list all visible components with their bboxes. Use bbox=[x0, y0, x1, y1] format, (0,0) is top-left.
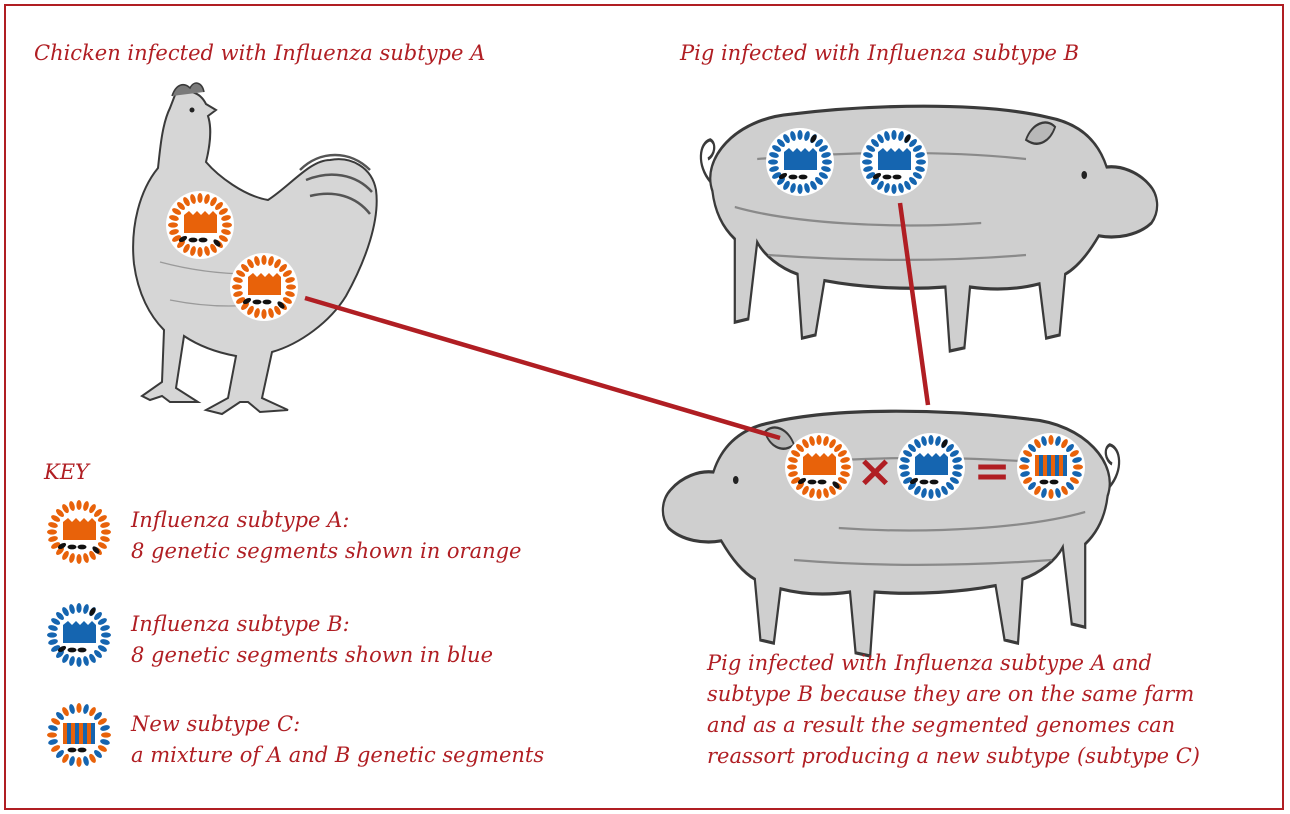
virus-c-mixed-pig bbox=[1017, 433, 1085, 501]
virus-a-chicken-1 bbox=[166, 191, 234, 259]
key-entry-desc: a mixture of A and B genetic segments bbox=[131, 740, 544, 771]
key-entry-desc: 8 genetic segments shown in orange bbox=[131, 536, 522, 567]
chicken-caption: Chicken infected with Influenza subtype … bbox=[34, 41, 485, 65]
mixed-pig-caption-line: reassort producing a new subtype (subtyp… bbox=[707, 741, 1200, 772]
key-entry-desc: 8 genetic segments shown in blue bbox=[131, 640, 493, 671]
key-entry-title: New subtype C: bbox=[131, 709, 544, 740]
key-entry-subtype-b: Influenza subtype B: 8 genetic segments … bbox=[131, 609, 493, 671]
pig-b-caption: Pig infected with Influenza subtype B bbox=[680, 41, 1079, 65]
key-entry-subtype-a: Influenza subtype A: 8 genetic segments … bbox=[131, 505, 522, 567]
virus-a-chicken-2 bbox=[230, 253, 298, 321]
key-title: KEY bbox=[44, 460, 89, 484]
mixed-pig-caption-line: Pig infected with Influenza subtype A an… bbox=[707, 648, 1200, 679]
virus-b-mixed-pig bbox=[897, 433, 965, 501]
virus-b-pig-1 bbox=[766, 128, 834, 196]
virus-a-mixed-pig bbox=[785, 433, 853, 501]
key-entry-title: Influenza subtype B: bbox=[131, 609, 493, 640]
key-icon-subtype-b bbox=[45, 601, 113, 669]
connector-line-chicken bbox=[305, 298, 780, 438]
key-icon-subtype-c bbox=[45, 701, 113, 769]
mixed-pig-caption-line: subtype B because they are on the same f… bbox=[707, 679, 1200, 710]
key-entry-subtype-c: New subtype C: a mixture of A and B gene… bbox=[131, 709, 544, 771]
times-operator: × bbox=[857, 446, 894, 497]
chicken-illustration bbox=[133, 83, 377, 414]
key-icon-subtype-a bbox=[45, 498, 113, 566]
equals-operator: = bbox=[974, 446, 1011, 497]
mixed-pig-caption: Pig infected with Influenza subtype A an… bbox=[707, 648, 1200, 772]
pig-subtype-b-illustration bbox=[701, 106, 1157, 351]
key-entry-title: Influenza subtype A: bbox=[131, 505, 522, 536]
mixed-pig-caption-line: and as a result the segmented genomes ca… bbox=[707, 710, 1200, 741]
virus-b-pig-2 bbox=[860, 128, 928, 196]
